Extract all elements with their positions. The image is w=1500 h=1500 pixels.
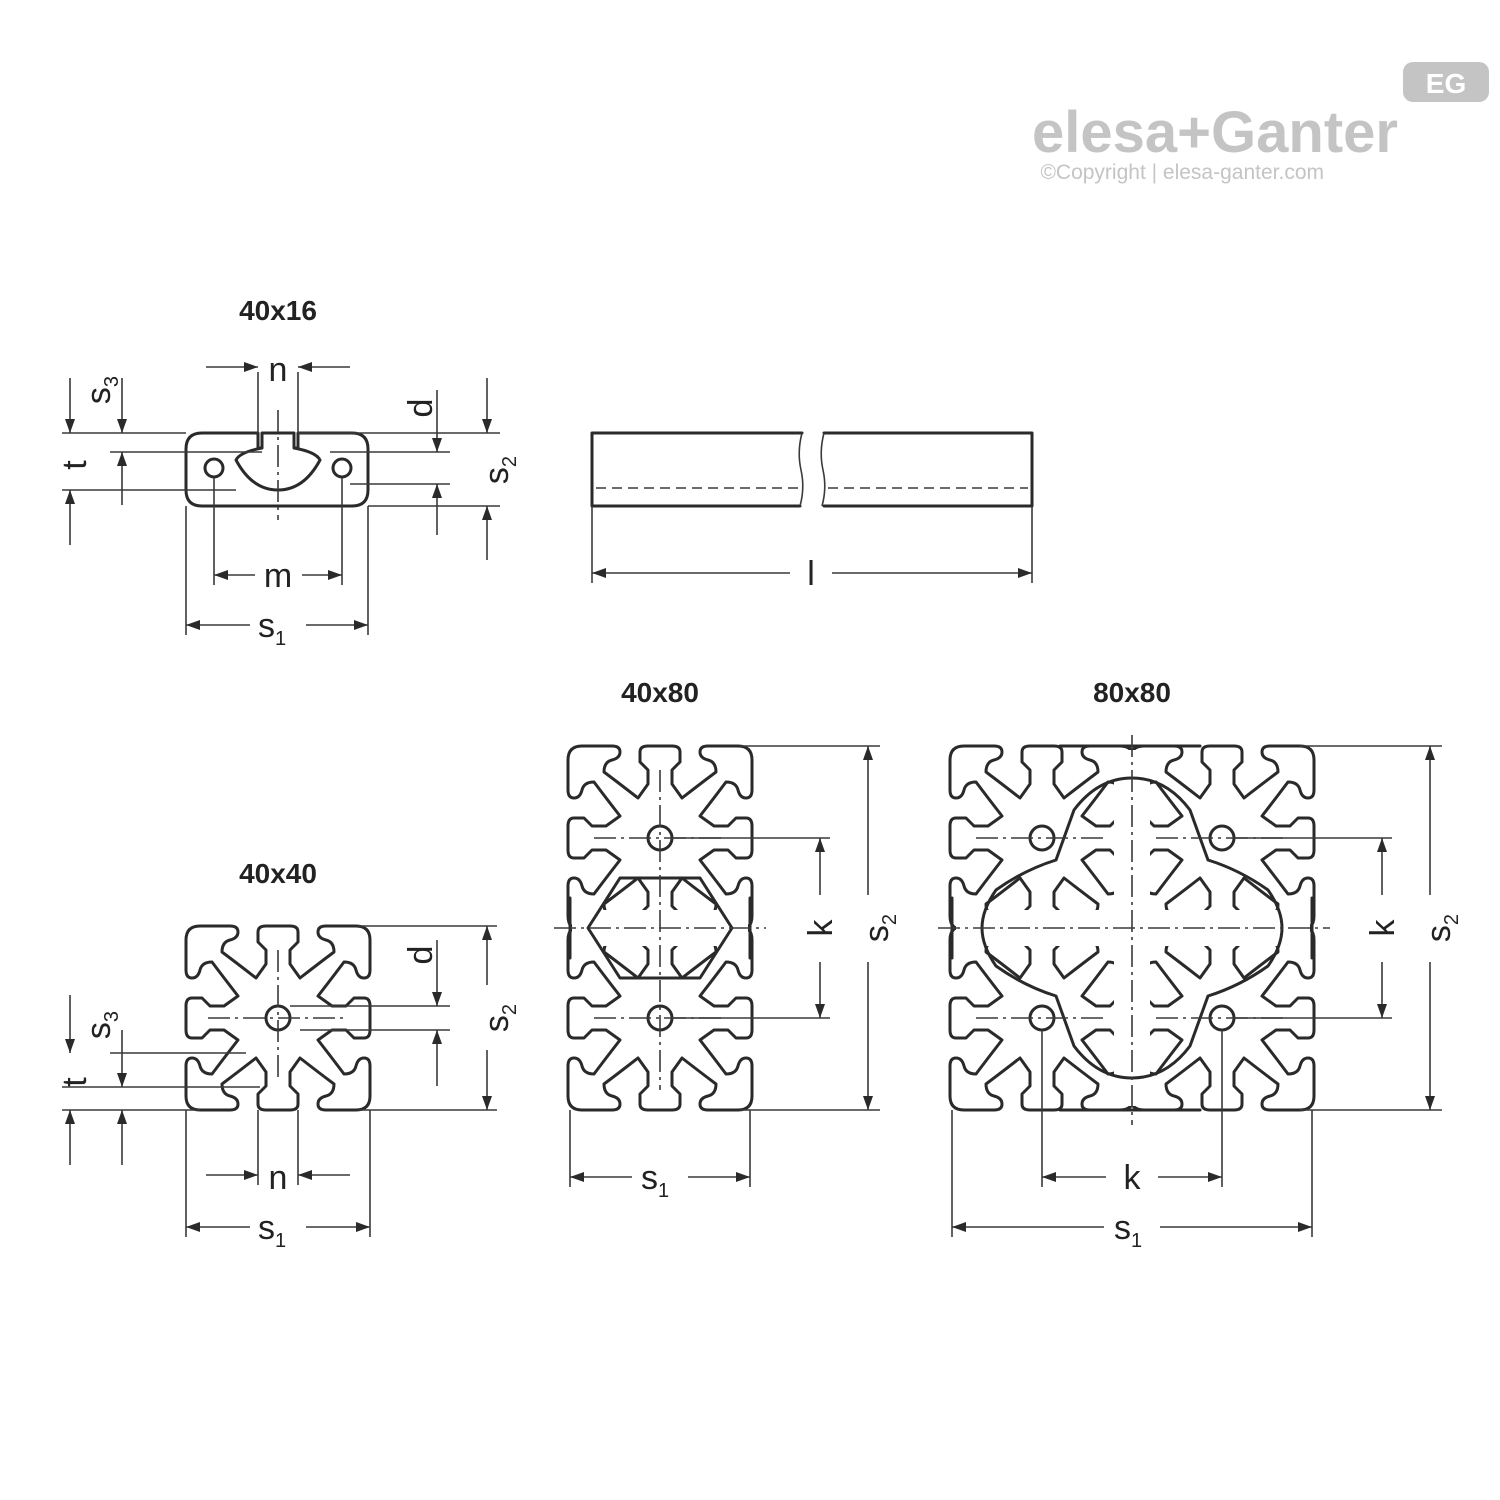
profile-40x40-title: 40x40: [239, 858, 317, 889]
dim-label-s1: s1: [258, 607, 286, 650]
bore-hole: [331, 457, 353, 479]
dim-label-s1: s1: [258, 1209, 286, 1252]
dim-label-k: k: [802, 919, 840, 937]
dim-label-s2: s2: [858, 914, 901, 942]
brand-logo: EG elesa+Ganter ©Copyright | elesa-gante…: [1032, 62, 1489, 184]
dim-label-k-horizontal: k: [1124, 1159, 1142, 1197]
dim-label-k-vertical: k: [1364, 919, 1402, 937]
eg-badge-text: EG: [1426, 68, 1466, 99]
dim-label-t: t: [56, 460, 94, 470]
profile-40x80-view: 40x80 k s2 s1: [554, 677, 901, 1202]
dim-label-s2: s2: [478, 1004, 521, 1032]
dim-label-n: n: [269, 351, 288, 389]
dim-label-s1: s1: [641, 1159, 669, 1202]
dim-label-d: d: [402, 399, 440, 418]
dim-label-l: l: [807, 555, 815, 593]
profile-80x80-view: 80x80 k s2: [938, 677, 1463, 1252]
profile-40x16-title: 40x16: [239, 295, 317, 326]
side-view: l: [590, 431, 1034, 593]
profile-40x80-title: 40x80: [621, 677, 699, 708]
profile-40x40-view: 40x40 d s2 s3 t n s1: [56, 858, 521, 1252]
eg-badge: EG: [1403, 62, 1489, 102]
brand-name: elesa+Ganter: [1032, 100, 1398, 165]
dim-label-n: n: [269, 1159, 288, 1197]
dim-label-s3: s3: [80, 1011, 123, 1039]
bore-hole: [203, 457, 225, 479]
dim-label-s2: s2: [478, 456, 521, 484]
dim-label-t: t: [56, 1077, 94, 1087]
profile-80x80-title: 80x80: [1093, 677, 1171, 708]
dim-label-m: m: [264, 557, 292, 595]
dim-label-s1: s1: [1114, 1209, 1142, 1252]
profile-40x16-view: 40x16 n s3 t d s2: [56, 295, 521, 650]
copyright-text: ©Copyright | elesa-ganter.com: [1040, 161, 1324, 184]
side-view-right-section: [822, 431, 1034, 508]
dim-label-s3: s3: [80, 376, 123, 404]
dim-label-s2: s2: [1420, 914, 1463, 942]
dim-label-d: d: [402, 946, 440, 965]
side-view-left-section: [590, 431, 804, 508]
